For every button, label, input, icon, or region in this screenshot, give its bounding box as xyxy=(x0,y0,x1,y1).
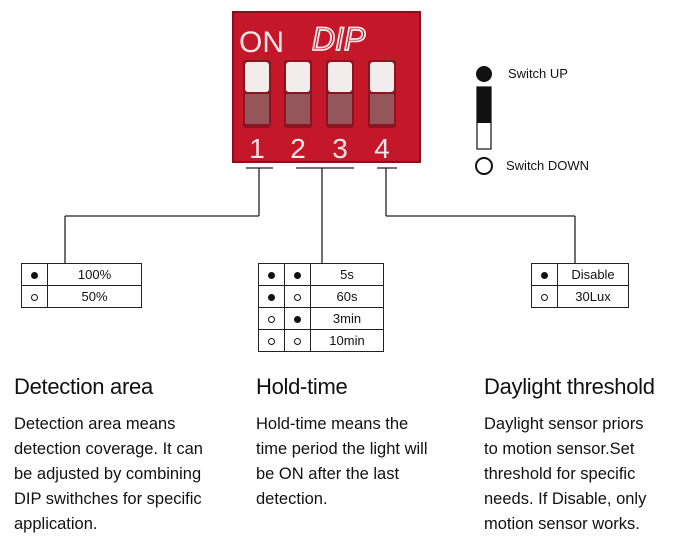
state-cell-switch2 xyxy=(258,329,285,352)
dip-lever-track xyxy=(286,94,310,124)
state-cell-switch3 xyxy=(284,285,311,308)
state-dot xyxy=(541,294,548,301)
dip-switch-border xyxy=(232,11,421,163)
state-dot xyxy=(294,338,301,345)
dip-lever xyxy=(328,62,352,92)
table-row: 100% xyxy=(21,263,142,286)
state-dot xyxy=(294,294,301,301)
daylight-description: Daylight sensor priors to motion sensor.… xyxy=(484,412,646,537)
detection-description: Detection area means detection coverage.… xyxy=(14,412,203,537)
table-row: 60s xyxy=(258,285,384,308)
state-cell xyxy=(531,263,558,286)
state-dot xyxy=(268,272,275,279)
state-cell xyxy=(21,285,48,308)
detection-table: 100% 50% xyxy=(21,263,142,308)
holdtime-title: Hold-time xyxy=(256,374,348,399)
table-row: Disable xyxy=(531,263,629,286)
description-line: Daylight sensor priors xyxy=(484,415,644,433)
value-cell: 10min xyxy=(310,329,384,352)
value-cell: 30Lux xyxy=(557,285,629,308)
table-row: 10min xyxy=(258,329,384,352)
dip-number: 4 xyxy=(374,133,390,164)
description-line: threshold for specific xyxy=(484,465,636,483)
dip-number: 3 xyxy=(332,133,348,164)
state-cell-switch2 xyxy=(258,263,285,286)
state-dot xyxy=(268,316,275,323)
value-cell: 3min xyxy=(310,307,384,330)
state-dot xyxy=(541,272,548,279)
description-line: to motion sensor.Set xyxy=(484,440,635,458)
table-row: 30Lux xyxy=(531,285,629,308)
dip-slots xyxy=(243,60,396,128)
state-cell-switch3 xyxy=(284,329,311,352)
state-cell-switch3 xyxy=(284,263,311,286)
table-row: 5s xyxy=(258,263,384,286)
state-dot xyxy=(268,338,275,345)
value-cell: 5s xyxy=(310,263,384,286)
switch-up-dot xyxy=(476,66,492,82)
dip-lever-track xyxy=(370,94,394,124)
value-cell: 100% xyxy=(47,263,142,286)
state-dot xyxy=(268,294,275,301)
value-cell: Disable xyxy=(557,263,629,286)
value-cell: 50% xyxy=(47,285,142,308)
detection-title: Detection area xyxy=(14,374,153,399)
legend-up-label: Switch UP xyxy=(508,66,568,81)
legend xyxy=(475,66,493,175)
state-dot xyxy=(31,272,38,279)
dip-number: 1 xyxy=(249,133,265,164)
state-dot xyxy=(294,316,301,323)
dip-label-brand: DIP xyxy=(312,21,366,57)
connector-lines xyxy=(64,167,576,263)
description-line: needs. If Disable, only xyxy=(484,490,647,508)
description-line: time period the light will xyxy=(256,440,428,458)
dip-lever xyxy=(370,62,394,92)
description-line: detection coverage. It can xyxy=(14,440,203,458)
dip-label-on: ON xyxy=(239,26,284,59)
state-cell xyxy=(21,263,48,286)
description-line: detection. xyxy=(256,490,328,508)
state-dot xyxy=(294,272,301,279)
holdtime-description: Hold-time means the time period the ligh… xyxy=(256,412,428,512)
value-cell: 60s xyxy=(310,285,384,308)
description-line: be adjusted by combining xyxy=(14,465,202,483)
description-line: motion sensor works. xyxy=(484,515,640,533)
state-cell-switch2 xyxy=(258,285,285,308)
legend-down-label: Switch DOWN xyxy=(506,158,590,173)
switch-down-dot xyxy=(475,157,493,175)
switch-icon-lever xyxy=(477,87,491,123)
description-line: Hold-time means the xyxy=(256,415,409,433)
state-dot xyxy=(31,294,38,301)
state-cell-switch3 xyxy=(284,307,311,330)
description-line: Detection area means xyxy=(14,415,176,433)
dip-lever xyxy=(286,62,310,92)
dip-number: 2 xyxy=(290,133,306,164)
daylight-table: Disable 30Lux xyxy=(531,263,629,308)
description-line: application. xyxy=(14,515,98,533)
holdtime-table: 5s 60s 3min 10min xyxy=(258,263,384,352)
state-cell xyxy=(531,285,558,308)
description-line: be ON after the last xyxy=(256,465,400,483)
description-line: DIP swithches for specific xyxy=(14,490,202,508)
daylight-title: Daylight threshold xyxy=(484,374,655,399)
dip-lever-track xyxy=(328,94,352,124)
state-cell-switch2 xyxy=(258,307,285,330)
table-row: 50% xyxy=(21,285,142,308)
table-row: 3min xyxy=(258,307,384,330)
dip-lever-track xyxy=(245,94,269,124)
dip-lever xyxy=(245,62,269,92)
